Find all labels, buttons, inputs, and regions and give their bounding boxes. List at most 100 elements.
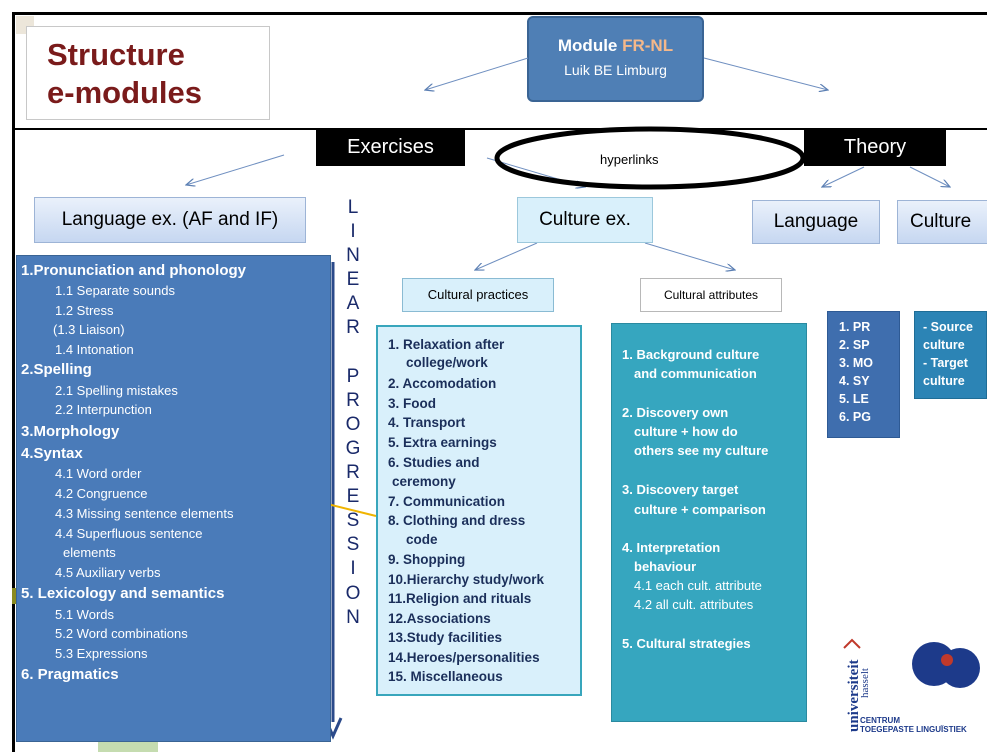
lp-letter: E (346, 269, 360, 291)
list-item: culture (923, 374, 965, 388)
list-item: 4. Interpretation (622, 540, 721, 555)
list-item: 5. Lexicology and semantics (21, 585, 225, 602)
lp-letter: R (346, 317, 360, 339)
module-subtitle: Luik BE Limburg (564, 62, 667, 78)
module-accent: FR-NL (622, 36, 674, 55)
list-item: - Source (923, 320, 974, 334)
lp-letter: E (346, 486, 360, 508)
list-item: 2.Spelling (21, 361, 92, 378)
cultural-attributes-box: Cultural attributes (640, 278, 782, 312)
list-item: 8. Clothing and dress (388, 513, 526, 528)
list-item: 2. SP (839, 338, 870, 352)
language-exercises-panel: 1.Pronunciation and phonology 1.1 Separa… (16, 255, 331, 742)
title-line2: e-modules (47, 75, 203, 110)
list-item: 4.1 each cult. attribute (634, 578, 762, 593)
lp-letter: I (350, 221, 356, 243)
arrow-module-right (703, 57, 828, 90)
list-item: 3. MO (839, 356, 874, 370)
cultural-practices-list: 1. Relaxation after college/work 2. Acco… (376, 325, 582, 696)
list-item: 5.2 Word combinations (55, 626, 188, 641)
list-item: 3.Morphology (21, 423, 120, 440)
list-item: 4.2 Congruence (55, 486, 148, 501)
list-item: 12.Associations (388, 611, 491, 626)
frame-left-border (12, 12, 15, 752)
list-item: college/work (406, 355, 488, 370)
list-item: 2.1 Spelling mistakes (55, 383, 178, 398)
list-item: 4.3 Missing sentence elements (55, 506, 234, 521)
list-item: 1.2 Stress (55, 303, 114, 318)
arrow-ex-lang (186, 154, 285, 185)
lp-letter: N (346, 245, 360, 267)
lp-letter: R (346, 389, 360, 411)
title-line1: Structure (47, 37, 185, 72)
list-item: ceremony (392, 474, 456, 489)
lp-letter: I (350, 558, 356, 580)
logo-arrow-icon (843, 638, 861, 649)
hyperlinks-label: hyperlinks (600, 152, 659, 167)
list-item: others see my culture (634, 443, 769, 458)
arrow-culture-practices (475, 242, 538, 270)
list-item: 2.2 Interpunction (55, 402, 152, 417)
arrow-theory-lang (822, 166, 865, 187)
list-item: 2. Discovery own (622, 405, 729, 420)
list-item: 4. SY (839, 374, 870, 388)
list-item: and communication (634, 366, 757, 381)
list-item: culture + how do (634, 424, 738, 439)
language-ex-box: Language ex. (AF and IF) (34, 197, 306, 243)
list-item: 1. Relaxation after (388, 337, 505, 352)
title-box: Structure e-modules (26, 26, 270, 120)
lp-letter: R (346, 462, 360, 484)
list-item: culture (923, 338, 965, 352)
list-item: (1.3 Liaison) (53, 322, 125, 337)
list-item: 5. LE (839, 392, 869, 406)
list-item: 1.1 Separate sounds (55, 283, 175, 298)
list-item: 14.Heroes/personalities (388, 650, 540, 665)
list-item: 6. PG (839, 410, 871, 424)
frame-divider (12, 128, 987, 130)
list-item: 9. Shopping (388, 552, 466, 567)
list-item: 1.Pronunciation and phonology (21, 262, 246, 279)
frame-top-border (12, 12, 987, 15)
logo-dot-icon (941, 654, 953, 666)
list-item: 2. Accomodation (388, 376, 497, 391)
list-item: 4.Syntax (21, 445, 83, 462)
lp-letter: O (345, 413, 361, 435)
lp-letter: G (345, 437, 361, 459)
module-label: Module (557, 36, 623, 55)
lp-letter: A (346, 293, 360, 315)
list-item: 4.1 Word order (55, 466, 142, 481)
list-item: code (406, 532, 438, 547)
list-item: 3. Discovery target (622, 482, 739, 497)
lp-letter: S (346, 534, 360, 556)
list-item: 11.Religion and rituals (388, 591, 532, 606)
list-item: 5. Extra earnings (388, 435, 497, 450)
list-item: 1. PR (839, 320, 871, 334)
list-item: 5. Cultural strategies (622, 636, 751, 651)
list-item: 6. Studies and (388, 455, 480, 470)
lp-letter: P (346, 365, 360, 387)
logo-vertical-text-2: hasselt (859, 668, 871, 698)
arrow-theory-culture (909, 166, 950, 187)
list-item: 15. Miscellaneous (388, 669, 503, 684)
list-item: 7. Communication (388, 494, 506, 509)
theory-language-panel: 1. PR 2. SP 3. MO 4. SY 5. LE 6. PG (827, 311, 900, 438)
list-item: 1. Background culture (622, 347, 760, 362)
list-item: behaviour (634, 559, 697, 574)
list-item: 5.3 Expressions (55, 646, 148, 661)
list-item: culture + comparison (634, 502, 766, 517)
logo-area: universiteit hasselt CENTRUM TOEGEPASTE … (838, 638, 987, 750)
list-item: 6. Pragmatics (21, 666, 119, 683)
list-item: 1.4 Intonation (55, 342, 134, 357)
list-item: elements (63, 545, 116, 560)
arrow-culture-attributes (644, 242, 735, 270)
list-item: 5.1 Words (55, 607, 115, 622)
lp-letter: O (345, 582, 361, 604)
culture-theory-box: Culture (897, 200, 987, 244)
lp-letter: S (346, 510, 360, 532)
lp-letter: N (346, 606, 360, 628)
hyperlinks-ellipse (494, 126, 806, 190)
theory-culture-panel: - Source culture - Target culture (914, 311, 987, 399)
logo-text-line1: CENTRUM (860, 716, 900, 725)
list-item: 4.5 Auxiliary verbs (55, 565, 161, 580)
